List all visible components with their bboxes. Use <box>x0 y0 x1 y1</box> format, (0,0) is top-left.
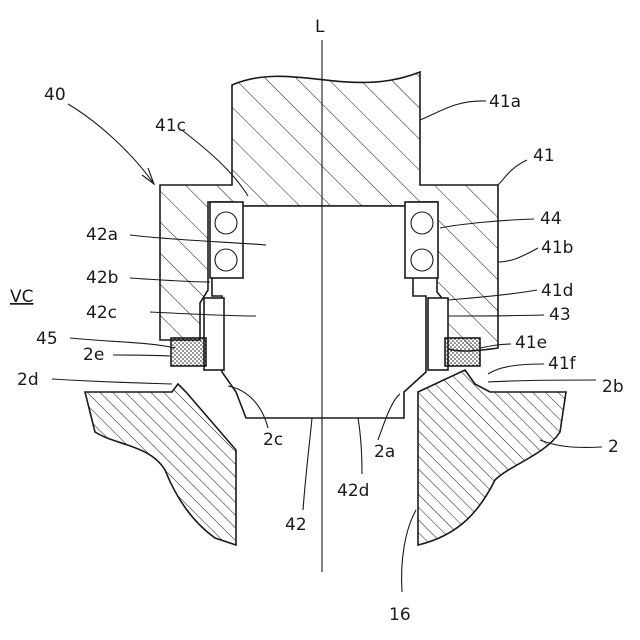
label-42: 42 <box>285 515 307 535</box>
label-41a: 41a <box>489 92 521 112</box>
label-42b: 42b <box>86 268 118 288</box>
label-2a: 2a <box>374 442 395 462</box>
label-2e: 2e <box>83 345 104 365</box>
label-42d: 42d <box>337 481 369 501</box>
label-43: 43 <box>549 305 571 325</box>
label-2b: 2b <box>602 377 624 397</box>
label-41e: 41e <box>515 333 547 353</box>
label-2d: 2d <box>17 370 39 390</box>
label-44: 44 <box>540 209 562 229</box>
label-16: 16 <box>389 605 411 625</box>
cylinder-head-right <box>418 370 566 545</box>
label-42c: 42c <box>86 303 117 323</box>
label-41d: 41d <box>541 281 573 301</box>
gasket-45-left <box>171 338 206 366</box>
label-41c: 41c <box>155 116 186 136</box>
seal-43-left <box>204 298 224 370</box>
bearing-44-left <box>210 202 243 278</box>
label-41b: 41b <box>541 238 573 258</box>
label-41f: 41f <box>548 354 577 374</box>
bearing-44-right <box>405 202 438 278</box>
label-41: 41 <box>533 146 555 166</box>
cap-body-42 <box>212 206 426 418</box>
label-vc: VC <box>10 287 34 307</box>
label-2: 2 <box>608 437 619 457</box>
cylinder-head-left <box>85 384 236 545</box>
label-2c: 2c <box>263 430 283 450</box>
label-42a: 42a <box>86 225 118 245</box>
gasket-45-right <box>445 338 480 366</box>
label-axis-l: L <box>315 17 325 37</box>
label-40: 40 <box>44 85 66 105</box>
label-45: 45 <box>36 329 58 349</box>
